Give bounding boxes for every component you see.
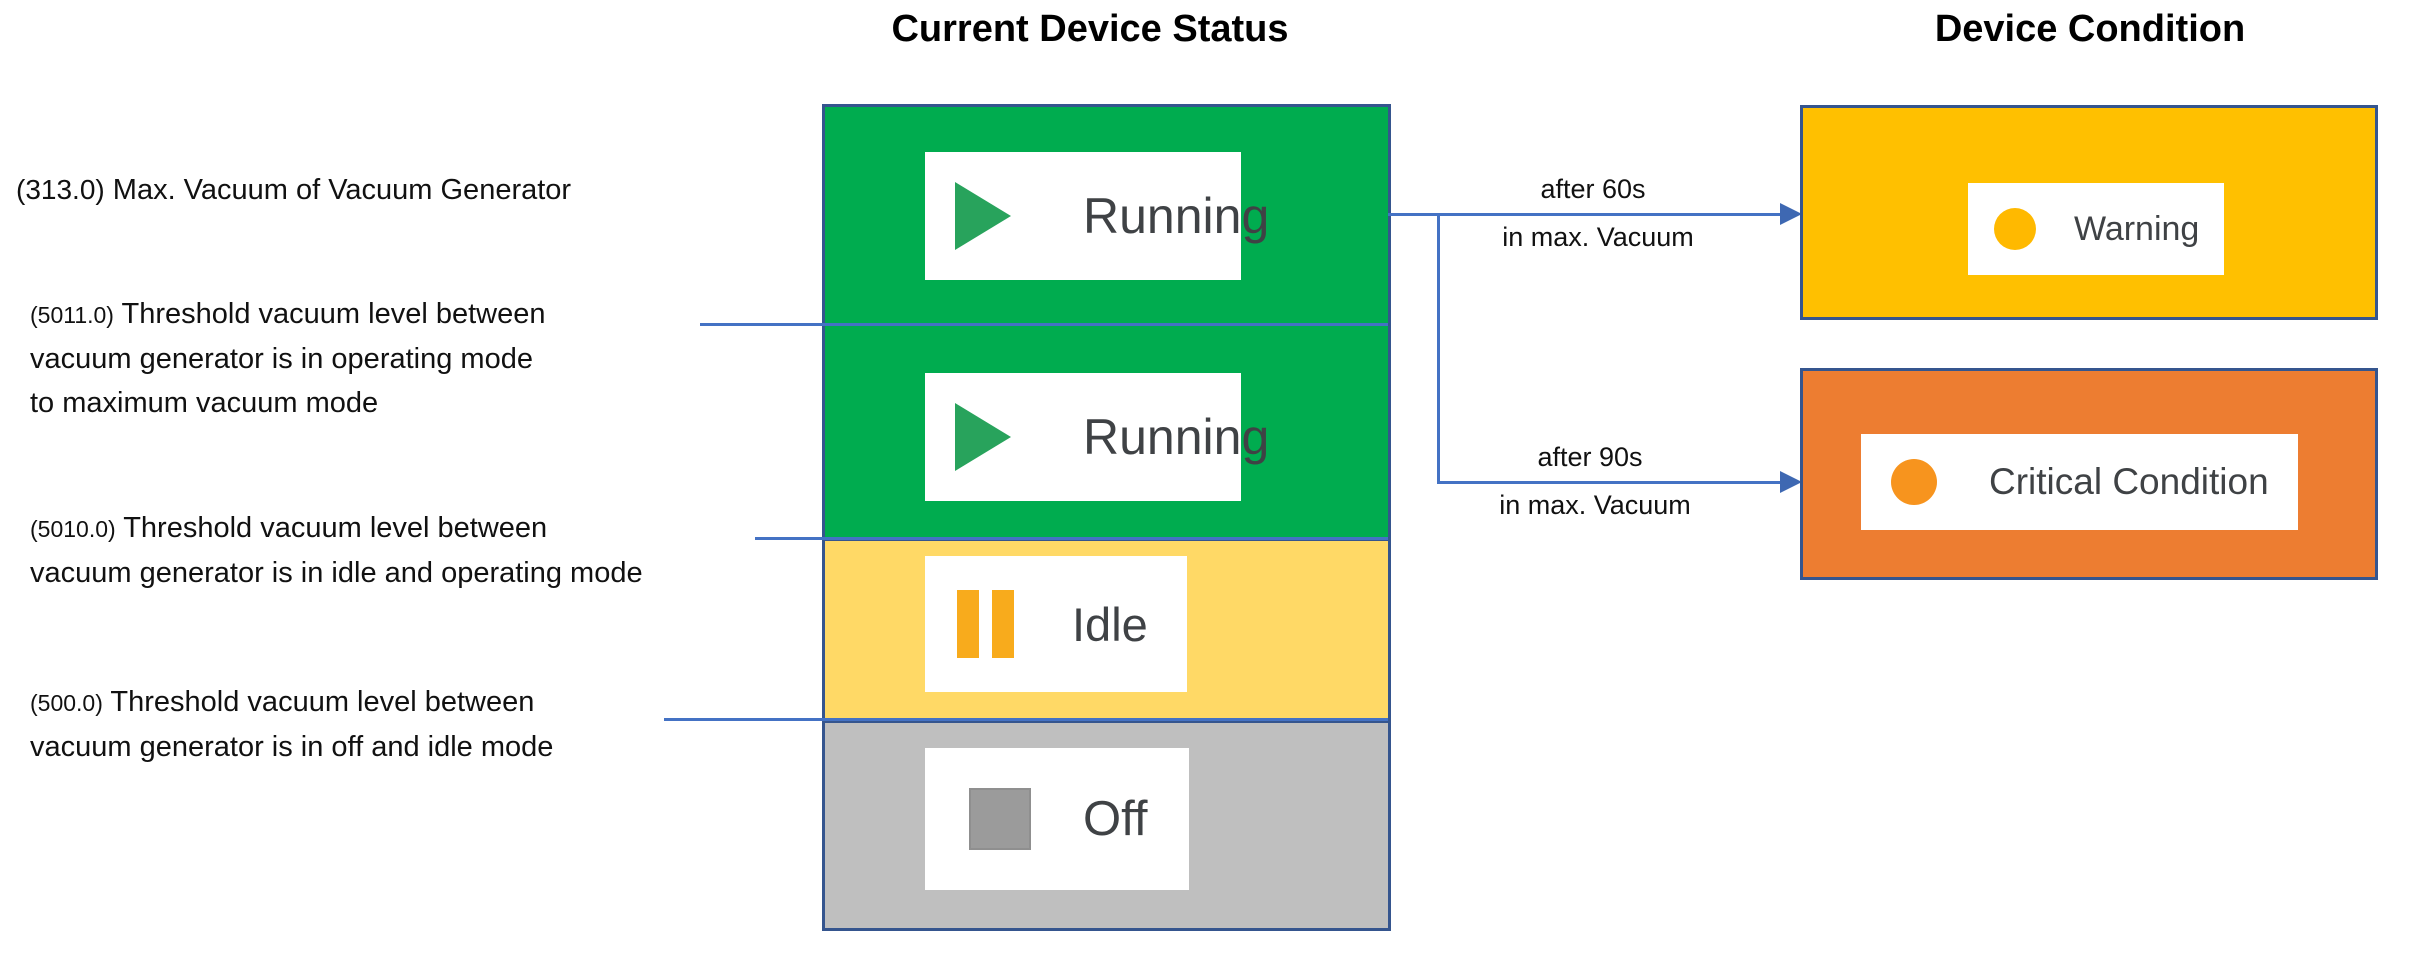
running-chip-label: Running — [1083, 409, 1270, 465]
label-line: vacuum generator is in operating mode — [30, 343, 533, 375]
running-chip: Running — [925, 373, 1269, 501]
play-icon — [955, 403, 1011, 471]
running-chip-label: Running — [1083, 188, 1270, 244]
threshold-code: (5010.0) — [30, 516, 116, 542]
off-chip-label: Off — [1083, 792, 1148, 846]
label-threshold-500: (500.0) Threshold vacuum level between v… — [30, 680, 553, 769]
label-max-vacuum: (313.0) Max. Vacuum of Vacuum Generator — [16, 168, 571, 212]
arrow-branch-line — [1437, 213, 1440, 483]
transition-critical-time: after 90s — [1537, 442, 1643, 472]
warning-dot-icon — [1994, 208, 2036, 250]
threshold-line-5011 — [700, 323, 1388, 326]
warning-chip-label: Warning — [2074, 209, 2200, 248]
threshold-code: (500.0) — [30, 690, 103, 716]
threshold-line-500 — [664, 718, 1388, 721]
idle-chip: Idle — [925, 556, 1187, 692]
label-line: (313.0) Max. Vacuum of Vacuum Generator — [16, 174, 572, 206]
warning-chip: Warning — [1968, 183, 2224, 275]
label-line: to maximum vacuum mode — [30, 387, 379, 419]
arrow-line-warning — [1388, 213, 1782, 216]
current-device-status-title: Current Device Status — [891, 8, 1289, 50]
critical-condition-chip-label: Critical Condition — [1989, 461, 2269, 502]
device-condition-title: Device Condition — [1934, 8, 2246, 50]
running-chip: Running — [925, 152, 1269, 280]
arrowhead-warning-icon — [1780, 203, 1802, 225]
critical-condition-chip: Critical Condition — [1861, 434, 2298, 530]
arrowhead-critical-icon — [1780, 471, 1802, 493]
threshold-code: (5011.0) — [30, 302, 114, 328]
label-line: vacuum generator is in off and idle mode — [30, 731, 554, 763]
label-threshold-5010: (5010.0) Threshold vacuum level between … — [30, 506, 643, 595]
label-line: (5010.0) Threshold vacuum level between — [30, 512, 548, 544]
transition-warning-time: after 60s — [1540, 174, 1646, 204]
transition-critical-condition: in max. Vacuum — [1499, 490, 1691, 520]
off-chip: Off — [925, 748, 1189, 890]
play-icon — [955, 182, 1011, 250]
idle-chip-label: Idle — [1072, 597, 1148, 651]
label-line: (5011.0) Threshold vacuum level between — [30, 298, 546, 330]
stop-icon — [969, 788, 1031, 850]
critical-dot-icon — [1891, 459, 1937, 505]
threshold-line-5010 — [755, 537, 1388, 540]
transition-warning-condition: in max. Vacuum — [1502, 222, 1694, 252]
threshold-code: (313.0) — [16, 174, 105, 205]
arrow-line-critical — [1437, 481, 1782, 484]
label-line: (500.0) Threshold vacuum level between — [30, 686, 535, 718]
pause-icon — [957, 590, 1014, 658]
label-threshold-5011: (5011.0) Threshold vacuum level between … — [30, 292, 545, 425]
label-line: vacuum generator is in idle and operatin… — [30, 557, 643, 589]
